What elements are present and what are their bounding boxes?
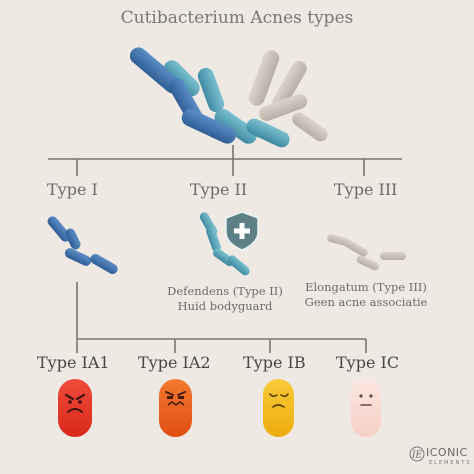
diagram-title: Cutibacterium Acnes types — [120, 8, 354, 28]
type3-caption: Elongatum (Type III) Geen acne associati… — [301, 280, 431, 310]
type2-caption-line1: Defendens (Type II) — [167, 284, 283, 298]
bacteria-cluster-mixed — [129, 47, 328, 148]
subtype-label-ia2: Type IA2 — [138, 353, 211, 372]
sad-face-icon — [263, 379, 294, 437]
bacteria-type3 — [327, 234, 406, 271]
neutral-face-icon — [351, 379, 381, 437]
type2-caption-line2: Huid bodyguard — [177, 299, 273, 313]
brand-logo-sub: ELEMENTS — [429, 460, 472, 466]
type-label-2: Type II — [190, 180, 248, 199]
type2-caption: Defendens (Type II) Huid bodyguard — [160, 284, 290, 314]
tree-connector-main — [48, 145, 402, 176]
type-label-3: Type III — [334, 180, 398, 199]
angry-face-icon — [58, 379, 92, 437]
brand-logo-mark: IE — [409, 446, 425, 462]
type3-caption-line2: Geen acne associatie — [304, 295, 428, 309]
subtype-label-ic: Type IC — [336, 353, 400, 372]
annoyed-face-icon — [159, 379, 192, 437]
logo-monogram: IE — [411, 451, 423, 461]
type-label-1: Type I — [47, 180, 98, 199]
subtype-label-ia1: Type IA1 — [37, 353, 110, 372]
type3-caption-line1: Elongatum (Type III) — [305, 280, 427, 294]
bacteria-type1 — [47, 216, 118, 274]
brand-logo-name: ICONIC — [426, 446, 468, 459]
subtype-label-ib: Type IB — [243, 353, 306, 372]
bacteria-type2 — [199, 212, 250, 276]
shield-plus-icon — [225, 211, 259, 251]
tree-connector-subtypes — [76, 282, 367, 353]
